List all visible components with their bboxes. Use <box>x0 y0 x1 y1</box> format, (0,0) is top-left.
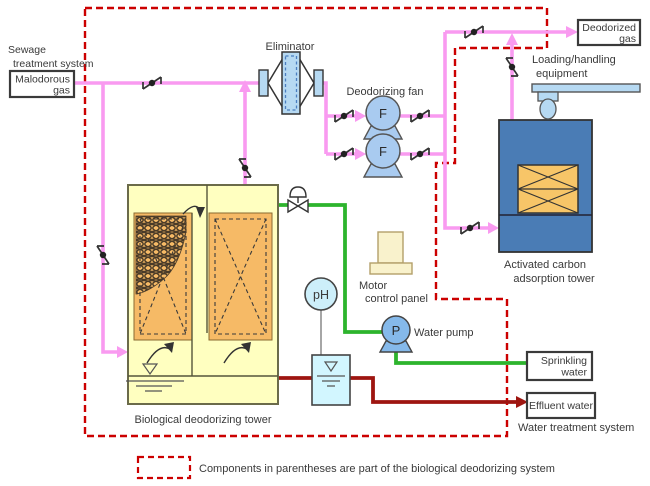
ph-label: pH <box>313 288 329 302</box>
fan2-casing <box>365 133 401 169</box>
loading-handling-equipment <box>531 83 641 120</box>
ph-meter: pH <box>304 277 338 356</box>
deodorized-gas-line2: gas <box>619 33 636 45</box>
arrow-into-fan1 <box>355 110 366 122</box>
legend-swatch <box>136 455 192 480</box>
loading-label-line2: equipment <box>536 68 587 80</box>
flow-arrowheads <box>164 207 251 353</box>
bio-bed-right <box>208 212 273 341</box>
legend-text: Components in parentheses are part of th… <box>199 463 555 475</box>
eliminator-core <box>281 51 301 115</box>
arrow-into-carbon-tower <box>488 222 499 234</box>
malodorous-gas-line1: Malodorous <box>15 74 70 86</box>
valve-carbon-inlet <box>460 221 480 235</box>
loading-hopper <box>539 98 557 120</box>
gas-arrows <box>117 26 578 358</box>
fan2-letter: F <box>379 144 387 159</box>
deodorized-gas-line1: Deodorized <box>582 22 636 34</box>
carbon-bed-cross <box>517 164 579 214</box>
sewage-label-line1: Sewage <box>8 44 46 56</box>
eliminator-core-dashes <box>284 55 298 111</box>
water-pipe-to-pump <box>308 203 384 334</box>
valve-tower-drop <box>96 245 110 265</box>
malodorous-gas-line2: gas <box>53 85 70 97</box>
eliminator-label: Eliminator <box>266 41 315 53</box>
valve-main-inlet <box>142 76 162 90</box>
loading-rail <box>531 83 641 93</box>
tank-body <box>311 354 351 406</box>
text-labels: Sewage treatment system Eliminator Deodo… <box>8 41 634 434</box>
legend: Components in parentheses are part of th… <box>136 455 555 480</box>
arrow-into-deodorized-box <box>566 26 578 38</box>
sprinkling-water-line1: Sprinkling <box>541 355 587 367</box>
valve-tower-riser <box>238 158 252 178</box>
sprinkling-water-line2: water <box>560 367 587 379</box>
carbon-label-line2: adsorption tower <box>513 273 595 285</box>
gas-pipe-fan-outlets <box>400 114 445 156</box>
arrow-into-bio-tower <box>117 346 128 358</box>
biological-deodorizing-tower <box>126 184 279 405</box>
valve-body-right <box>296 198 309 214</box>
sewage-label-line2: treatment system <box>13 58 94 70</box>
arrow-into-effluent-box <box>516 396 528 408</box>
arrow-into-fan2 <box>355 148 366 160</box>
sprinkling-water-box <box>525 350 594 382</box>
arrow-carbon-riser-up <box>506 33 518 45</box>
eliminator-nozzle-left <box>258 69 269 97</box>
eliminator <box>258 51 324 115</box>
water-pump: P <box>378 315 414 353</box>
loading-label-line1: Loading/handling <box>532 54 616 66</box>
valve-body-left <box>287 198 300 214</box>
pump-letter: P <box>392 323 401 338</box>
carbon-label-line1: Activated carbon <box>504 259 586 271</box>
activated-carbon-tower <box>498 119 593 253</box>
valve-fan1-inlet <box>334 109 354 123</box>
ph-indicator <box>304 277 338 311</box>
biomass-mesh <box>135 215 187 295</box>
valve-fan2-inlet <box>334 147 354 161</box>
tank-level-marks <box>317 361 345 387</box>
motor-label-line1: Motor <box>359 280 387 292</box>
effluent-water-label: Effluent water <box>529 400 594 412</box>
damper-valves-vertical <box>96 57 519 265</box>
valve-carbon-riser <box>505 57 519 77</box>
valve-fan1-outlet <box>410 109 430 123</box>
water-level-marks <box>126 363 184 392</box>
panel-base <box>369 262 413 275</box>
water-treatment-label: Water treatment system <box>518 422 634 434</box>
effluent-water-box <box>525 391 597 420</box>
valve-actuator-dome <box>289 186 307 198</box>
fan1-casing <box>365 95 401 131</box>
terminal-boxes: Malodorous gas Deodorized gas Sprinkling… <box>8 18 642 420</box>
malodorous-gas-box <box>8 69 76 99</box>
valve-top-bypass <box>464 25 484 39</box>
arrow-riser-up <box>239 80 251 92</box>
water-pump-label: Water pump <box>414 327 474 339</box>
bio-tower-label: Biological deodorizing tower <box>135 414 272 426</box>
deodorizing-fan-label: Deodorizing fan <box>346 86 423 98</box>
motor-label-line2: control panel <box>365 293 428 305</box>
fan1-letter: F <box>379 106 387 121</box>
deodorized-gas-box <box>576 18 642 47</box>
gas-pipe-tower-drop <box>101 83 118 354</box>
valve-fan2-outlet <box>410 147 430 161</box>
damper-valves-horizontal <box>142 25 484 235</box>
pump-casing <box>381 315 411 345</box>
control-valve <box>287 186 309 214</box>
water-tank <box>311 354 351 406</box>
biological-system-boundary <box>83 6 549 438</box>
eliminator-nozzle-right <box>313 69 324 97</box>
motor-control-panel <box>369 231 413 275</box>
gas-pipe-manifold <box>443 32 489 230</box>
bio-tower-internals <box>128 185 278 377</box>
deodorizing-fans: F F <box>362 95 404 178</box>
panel-cabinet <box>377 231 404 264</box>
